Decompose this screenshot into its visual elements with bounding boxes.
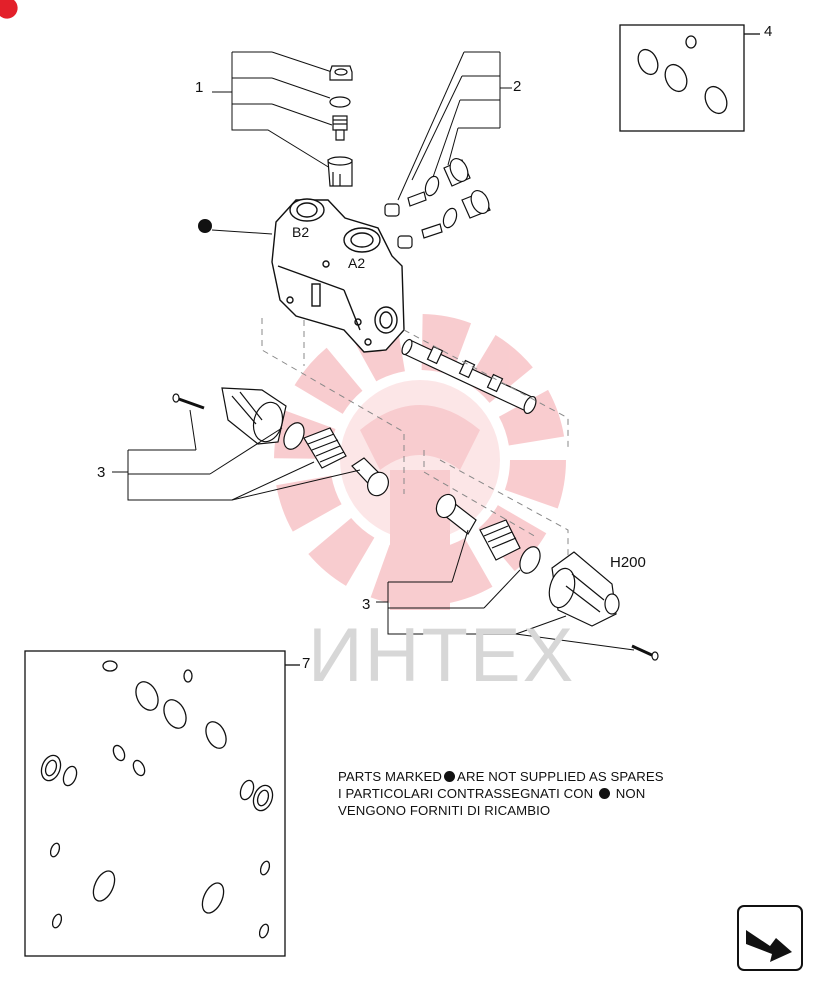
marker-leader	[211, 229, 273, 235]
valve-body	[271, 198, 405, 353]
relief-valve-parts-2	[384, 158, 491, 249]
note-line-2-start: I PARTICOLARI CONTRASSEGNATI CON	[338, 786, 594, 801]
port-label-b2: B2	[292, 224, 310, 240]
kit-4-box	[619, 24, 760, 132]
corner-badge-icon	[0, 0, 18, 19]
port-label-a2: A2	[348, 255, 366, 271]
callout-1-label: 1	[195, 79, 204, 96]
watermark-gear-icon	[274, 314, 566, 610]
kit-7-box	[24, 650, 300, 957]
note-line-3: VENGONO FORNITI DI RICAMBIO	[338, 803, 551, 818]
dashed-alignment-lines	[261, 318, 569, 560]
watermark-text: ИНТЕХ	[308, 613, 576, 698]
not-supplied-marker-icon	[198, 219, 212, 233]
callout-4-label: 4	[764, 23, 773, 40]
note-line-2-end: NON	[615, 786, 646, 801]
callout-2-leaders	[397, 51, 512, 201]
callout-7-label: 7	[302, 655, 311, 672]
callout-3-label: 3	[362, 596, 371, 613]
label-h200: H200	[610, 554, 646, 571]
callout-2-label: 2	[513, 78, 522, 95]
note-line-2: I PARTICOLARI CONTRASSEGNATI CON NON	[338, 785, 664, 802]
callout-3-label: 3	[97, 464, 106, 481]
note-line-1-start: PARTS MARKED	[338, 769, 443, 784]
filled-dot-icon	[599, 788, 611, 799]
note-line-1-end: ARE NOT SUPPLIED AS SPARES	[457, 769, 664, 784]
spares-note: PARTS MARKED ARE NOT SUPPLIED AS SPARES I…	[338, 768, 664, 819]
callout-1-leaders	[212, 51, 333, 169]
relief-valve-parts-1	[327, 65, 353, 187]
callout-3-lower-leaders	[376, 529, 635, 651]
cap-assembly-right	[435, 493, 659, 661]
filled-dot-icon	[444, 771, 456, 782]
note-line-1: PARTS MARKED ARE NOT SUPPLIED AS SPARES	[338, 768, 664, 785]
spool	[401, 338, 537, 415]
next-page-arrow-icon[interactable]	[737, 905, 803, 971]
callout-3-upper-leaders	[112, 409, 361, 501]
